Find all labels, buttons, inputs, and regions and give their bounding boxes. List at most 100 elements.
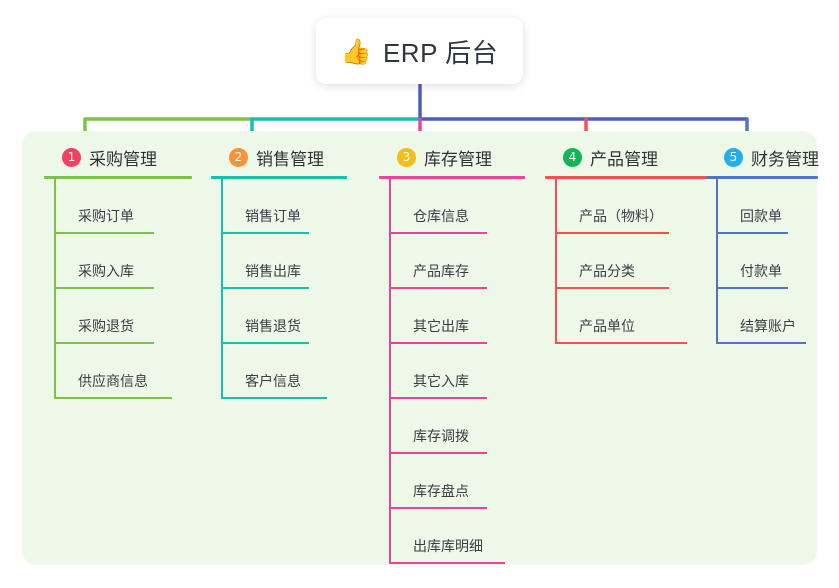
leaf-node[interactable]: 采购退货 bbox=[44, 289, 192, 344]
leaf-node-label: 销售订单 bbox=[245, 208, 301, 224]
leaf-node-label: 仓库信息 bbox=[413, 208, 469, 224]
leaf-node-underline bbox=[221, 287, 309, 289]
leaf-node-underline bbox=[555, 232, 669, 234]
leaf-node[interactable]: 产品（物料） bbox=[545, 179, 707, 234]
branch-items-2: 销售订单销售出库销售退货客户信息 bbox=[211, 179, 347, 399]
leaf-node[interactable]: 付款单 bbox=[706, 234, 818, 289]
leaf-node[interactable]: 回款单 bbox=[706, 179, 818, 234]
leaf-node-underline bbox=[54, 287, 154, 289]
root-title: ERP 后台 bbox=[382, 37, 499, 68]
leaf-node[interactable]: 其它入库 bbox=[379, 344, 525, 399]
branch-underline-5 bbox=[706, 176, 818, 179]
leaf-node[interactable]: 仓库信息 bbox=[379, 179, 525, 234]
leaf-node-underline bbox=[389, 342, 487, 344]
leaf-node-label: 结算账户 bbox=[740, 318, 796, 334]
leaf-node-label: 供应商信息 bbox=[78, 373, 148, 389]
branch-items-3: 仓库信息产品库存其它出库其它入库库存调拨库存盘点出库库明细 bbox=[379, 179, 525, 564]
leaf-node[interactable]: 采购入库 bbox=[44, 234, 192, 289]
leaf-node-label: 出库库明细 bbox=[413, 538, 483, 554]
branch-title-3: 库存管理 bbox=[424, 149, 492, 169]
branch-items-4: 产品（物料） 产品分类产品单位 bbox=[545, 179, 707, 344]
branch-header-2[interactable]: 2 销售管理 bbox=[211, 145, 347, 169]
leaf-node[interactable]: 库存调拨 bbox=[379, 399, 525, 454]
leaf-node-label: 销售退货 bbox=[245, 318, 301, 334]
branch-badge-4: 4 bbox=[563, 147, 582, 167]
branch-column-2: 2 销售管理 销售订单销售出库销售退货客户信息 bbox=[211, 145, 347, 399]
branch-underline-2 bbox=[211, 176, 347, 179]
leaf-node-label: 库存盘点 bbox=[413, 483, 469, 499]
leaf-node[interactable]: 客户信息 bbox=[211, 344, 347, 399]
leaf-node-underline bbox=[389, 287, 487, 289]
leaf-node[interactable]: 库存盘点 bbox=[379, 454, 525, 509]
branch-title-1: 采购管理 bbox=[89, 149, 157, 169]
branch-underline-4 bbox=[545, 176, 707, 179]
branch-header-3[interactable]: 3 库存管理 bbox=[379, 145, 525, 169]
branch-badge-2: 2 bbox=[229, 147, 248, 167]
leaf-node-label: 库存调拨 bbox=[413, 428, 469, 444]
leaf-node-label: 其它入库 bbox=[413, 373, 469, 389]
branch-header-5[interactable]: 5 财务管理 bbox=[706, 145, 819, 169]
thumbs-up-emoji: 👍 bbox=[340, 36, 372, 66]
branch-spine bbox=[389, 179, 391, 564]
leaf-node-label: 产品（物料） bbox=[579, 208, 663, 224]
leaf-node-underline bbox=[389, 562, 505, 564]
branch-spine bbox=[221, 179, 223, 399]
branch-header-4[interactable]: 4 产品管理 bbox=[545, 145, 707, 169]
leaf-node-label: 采购订单 bbox=[78, 208, 134, 224]
branch-underline-1 bbox=[44, 176, 192, 179]
leaf-node-label: 产品单位 bbox=[579, 318, 635, 334]
leaf-node-label: 付款单 bbox=[740, 263, 782, 279]
leaf-node[interactable]: 采购订单 bbox=[44, 179, 192, 234]
leaf-node-underline bbox=[54, 397, 172, 399]
leaf-node[interactable]: 结算账户 bbox=[706, 289, 818, 344]
leaf-node-underline bbox=[389, 452, 487, 454]
branch-title-2: 销售管理 bbox=[256, 149, 324, 169]
branch-underline-3 bbox=[379, 176, 525, 179]
branch-items-5: 回款单付款单结算账户 bbox=[706, 179, 818, 344]
leaf-node[interactable]: 销售退货 bbox=[211, 289, 347, 344]
leaf-node-label: 客户信息 bbox=[245, 373, 301, 389]
leaf-node-underline bbox=[221, 232, 309, 234]
branch-spine bbox=[716, 179, 718, 344]
leaf-node-underline bbox=[54, 342, 154, 344]
leaf-node-label: 采购退货 bbox=[78, 318, 134, 334]
leaf-node[interactable]: 其它出库 bbox=[379, 289, 525, 344]
leaf-node-underline bbox=[389, 397, 487, 399]
leaf-node-label: 采购入库 bbox=[78, 263, 134, 279]
leaf-node-underline bbox=[716, 287, 788, 289]
branch-column-4: 4 产品管理 产品（物料） 产品分类产品单位 bbox=[545, 145, 707, 344]
branch-title-5: 财务管理 bbox=[751, 149, 819, 169]
leaf-node[interactable]: 销售订单 bbox=[211, 179, 347, 234]
leaf-node-label: 产品分类 bbox=[579, 263, 635, 279]
leaf-node-underline bbox=[716, 232, 788, 234]
leaf-node[interactable]: 供应商信息 bbox=[44, 344, 192, 399]
branch-header-1[interactable]: 1 采购管理 bbox=[44, 145, 192, 169]
leaf-node-label: 回款单 bbox=[740, 208, 782, 224]
leaf-node[interactable]: 产品分类 bbox=[545, 234, 707, 289]
leaf-node[interactable]: 销售出库 bbox=[211, 234, 347, 289]
leaf-node-underline bbox=[716, 342, 806, 344]
root-node[interactable]: 👍 ERP 后台 bbox=[316, 18, 523, 84]
branch-spine bbox=[555, 179, 557, 344]
branch-column-1: 1 采购管理 采购订单采购入库采购退货供应商信息 bbox=[44, 145, 192, 399]
branch-spine bbox=[54, 179, 56, 399]
leaf-node[interactable]: 产品单位 bbox=[545, 289, 707, 344]
branch-title-4: 产品管理 bbox=[590, 149, 658, 169]
leaf-node[interactable]: 出库库明细 bbox=[379, 509, 525, 564]
leaf-node-underline bbox=[555, 342, 687, 344]
branch-column-5: 5 财务管理 回款单付款单结算账户 bbox=[706, 145, 819, 344]
leaf-node-underline bbox=[221, 397, 327, 399]
leaf-node-label: 产品库存 bbox=[413, 263, 469, 279]
leaf-node-label: 销售出库 bbox=[245, 263, 301, 279]
leaf-node-underline bbox=[389, 507, 487, 509]
branch-badge-3: 3 bbox=[397, 147, 416, 167]
leaf-node-underline bbox=[54, 232, 154, 234]
leaf-node[interactable]: 产品库存 bbox=[379, 234, 525, 289]
leaf-node-underline bbox=[389, 232, 487, 234]
leaf-node-label: 其它出库 bbox=[413, 318, 469, 334]
branch-badge-5: 5 bbox=[724, 147, 743, 167]
branch-items-1: 采购订单采购入库采购退货供应商信息 bbox=[44, 179, 192, 399]
leaf-node-underline bbox=[555, 287, 669, 289]
leaf-node-underline bbox=[221, 342, 309, 344]
